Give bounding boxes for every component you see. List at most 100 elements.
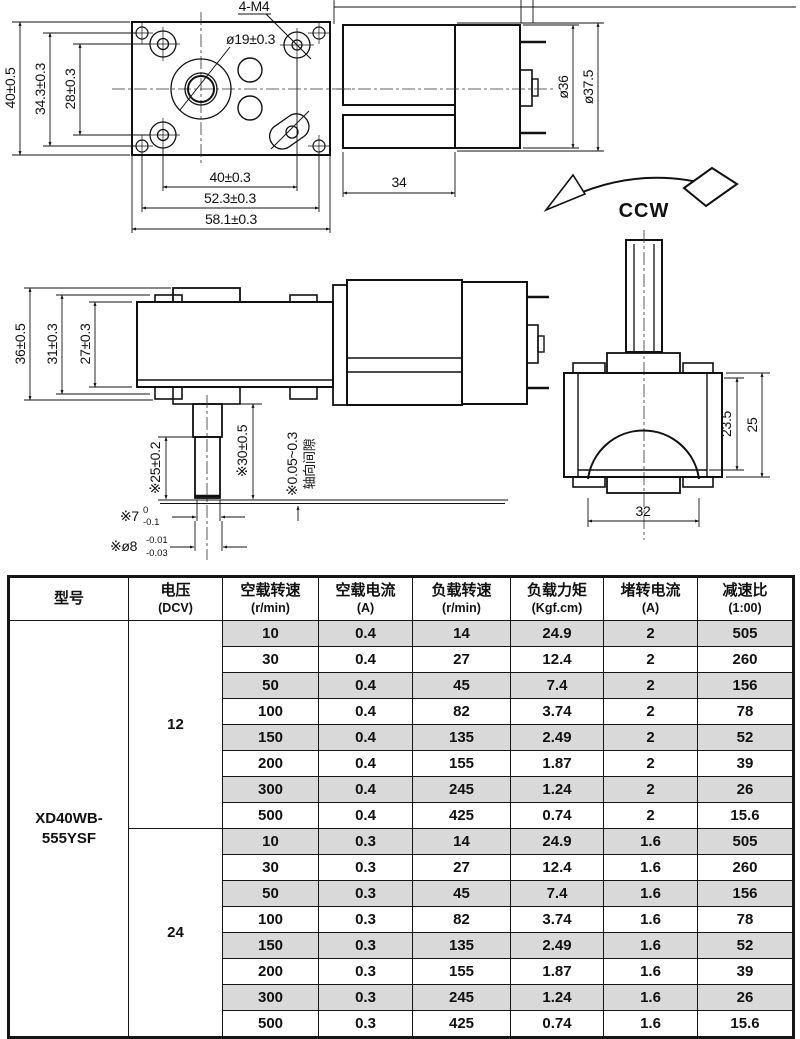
top-center-tab — [606, 352, 681, 374]
m4-hole — [238, 13, 314, 62]
table-cell: 39 — [697, 958, 794, 985]
header-model: 型号 — [8, 576, 129, 621]
spec-table: 型号 电压(DCV) 空载转速(r/min) 空载电流(A) 负载转速(r/mi… — [7, 575, 795, 1039]
voltage-cell-12: 12 — [128, 620, 223, 829]
table-row: 100 0.4 82 3.74 2 78 — [9, 698, 794, 725]
table-row: XD40WB- 555YSF 12 10 0.4 14 24.9 2 505 — [8, 620, 794, 1038]
table-cell: 425 — [412, 1010, 511, 1038]
table-cell: 0.74 — [510, 802, 604, 829]
axial-gap-note: 轴向间隙 — [302, 438, 317, 489]
table-cell: 505 — [697, 828, 794, 855]
table-cell: 0.4 — [318, 698, 413, 725]
table-row: 200 0.4 155 1.87 2 39 — [9, 750, 794, 777]
motor-bushing — [531, 78, 539, 97]
table-cell: 3.74 — [510, 698, 604, 725]
table-row: 150 0.3 135 2.49 1.6 52 — [9, 932, 794, 959]
tolerance-lower: -0.1 — [143, 517, 159, 528]
table-cell: 0.3 — [318, 880, 413, 907]
gear-housing-lower — [342, 114, 456, 149]
arrowhead-icon — [543, 173, 587, 212]
side-dimension-lines — [24, 287, 300, 551]
table-cell: 0.3 — [318, 828, 413, 855]
table-cell: 10 — [222, 828, 319, 855]
table-cell: 2.49 — [510, 724, 604, 751]
table-cell: 0.4 — [318, 646, 413, 673]
top-tab — [289, 294, 318, 303]
table-cell: 150 — [222, 932, 319, 959]
motor-adapter-ring — [332, 284, 348, 406]
table-cell: 156 — [697, 672, 794, 699]
table-cell: 100 — [222, 698, 319, 725]
side-view: 36±0.5 31±0.3 27±0.3 ※25±0.2 ※30±0.5 ※0.… — [12, 279, 549, 560]
table-cell: 1.87 — [510, 750, 604, 777]
dim-label-235: 23.5 — [718, 410, 734, 437]
output-shaft-journal — [192, 403, 223, 438]
tolerance-upper: 0 — [143, 505, 148, 516]
table-cell: 50 — [222, 880, 319, 907]
shaft-boss — [172, 386, 241, 405]
table-cell: 2 — [603, 776, 698, 803]
gear-hole — [237, 95, 263, 121]
table-cell: 0.4 — [318, 724, 413, 751]
table-cell: 0.4 — [318, 672, 413, 699]
table-cell: 1.24 — [510, 984, 604, 1011]
table-cell: 1.6 — [603, 854, 698, 881]
gear-hole — [237, 57, 263, 83]
table-cell: 2 — [603, 724, 698, 751]
motor-bushing-side — [537, 335, 545, 353]
table-cell: 15.6 — [697, 1010, 794, 1038]
table-cell: 27 — [412, 854, 511, 881]
technical-drawing: 4-M4 ø19±0.3 40±0.5 34.3±0.3 28±0.3 40±0… — [2, 0, 796, 560]
table-cell: 30 — [222, 646, 319, 673]
table-cell: 12.4 — [510, 646, 604, 673]
table-cell: 2 — [603, 802, 698, 829]
motor-can — [454, 24, 521, 149]
bore-leader-line — [179, 46, 231, 111]
dim-label-d36: ø36 — [555, 75, 571, 99]
header-gear-ratio: 减速比(1:00) — [697, 576, 794, 621]
table-cell: 27 — [412, 646, 511, 673]
table-cell: 0.4 — [318, 776, 413, 803]
model-cell: XD40WB- 555YSF — [8, 620, 129, 1038]
table-row: 100 0.3 82 3.74 1.6 78 — [9, 906, 794, 933]
table-cell: 15.6 — [697, 802, 794, 829]
dim-label-28: 28±0.3 — [62, 68, 78, 109]
dim-label-32: 32 — [636, 503, 651, 519]
bottom-tab — [289, 386, 318, 400]
dim-label-shaft30: ※30±0.5 — [234, 424, 250, 477]
table-cell: 135 — [412, 724, 511, 751]
table-cell: 24.9 — [510, 620, 604, 647]
dim-label-40w: 40±0.3 — [210, 169, 251, 185]
table-cell: 500 — [222, 802, 319, 829]
table-cell: 7.4 — [510, 880, 604, 907]
end-view: 23.5 25 32 — [563, 230, 770, 540]
dim-label-shaft25: ※25±0.2 — [147, 441, 163, 494]
table-cell: 52 — [697, 932, 794, 959]
table-cell: 2 — [603, 620, 698, 647]
dim-label-27: 27±0.3 — [77, 323, 93, 364]
table-cell: 39 — [697, 750, 794, 777]
table-cell: 260 — [697, 854, 794, 881]
table-cell: 505 — [697, 620, 794, 647]
table-cell: 0.3 — [318, 906, 413, 933]
table-cell: 0.3 — [318, 1010, 413, 1038]
counterbore-holes — [146, 27, 180, 152]
table-cell: 14 — [412, 620, 511, 647]
table-cell: 0.3 — [318, 958, 413, 985]
header-load-speed: 负载转速(r/min) — [412, 576, 511, 621]
table-cell: 0.3 — [318, 854, 413, 881]
front-dimension-lines — [12, 21, 331, 233]
table-cell: 0.3 — [318, 932, 413, 959]
dim-label-34: 34 — [392, 174, 407, 190]
table-cell: 200 — [222, 750, 319, 777]
dim-label-journal8: ※ø8 — [110, 538, 138, 554]
table-cell: 45 — [412, 880, 511, 907]
header-stall-current: 堵转电流(A) — [603, 576, 698, 621]
table-cell: 260 — [697, 646, 794, 673]
motor-front-housing — [346, 279, 463, 406]
ccw-symbol: CCW — [543, 166, 739, 222]
table-cell: 50 — [222, 672, 319, 699]
table-cell: 1.24 — [510, 776, 604, 803]
tolerance-lower: -0.03 — [146, 548, 168, 559]
